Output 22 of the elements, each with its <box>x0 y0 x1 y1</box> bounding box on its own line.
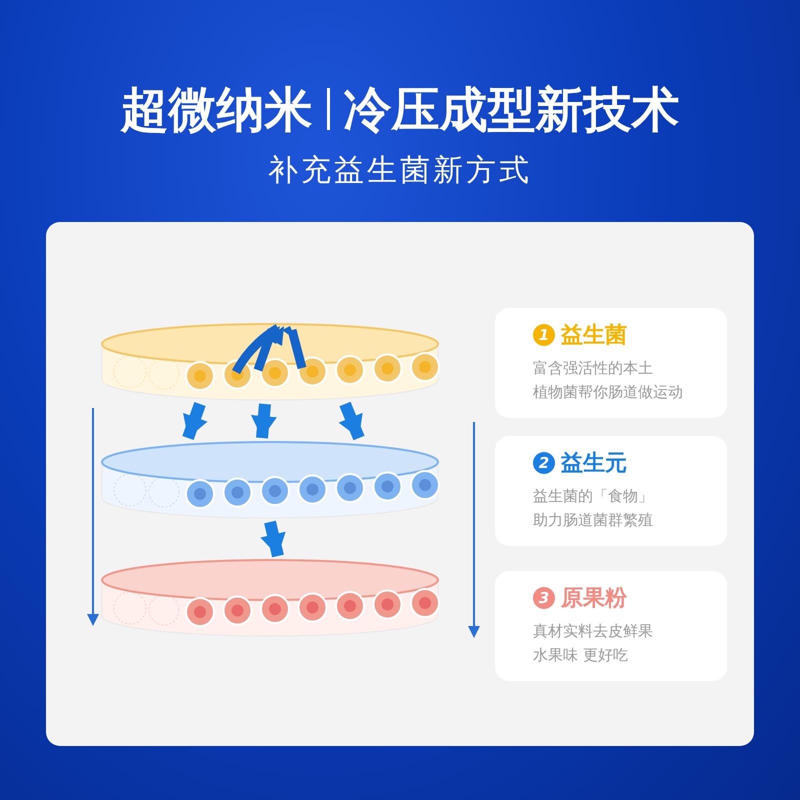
card-description: 富含强活性的本土植物菌帮你肠道做运动 <box>533 358 684 403</box>
card-heading: 益生菌 <box>561 322 627 350</box>
arrow <box>338 402 365 440</box>
subtitle: 补充益生菌新方式 <box>267 152 533 190</box>
number-badge: 1 <box>533 324 555 346</box>
info-card <box>495 571 727 681</box>
title: 超微纳米 <box>120 81 312 140</box>
info-card <box>495 436 727 546</box>
number-badge: 3 <box>533 587 555 609</box>
layer-disc-drawing <box>100 322 440 402</box>
number-badge: 2 <box>533 452 555 474</box>
card-description: 真材实料去皮鲜果水果味 更好吃 <box>533 621 654 666</box>
layer-disc-drawing <box>100 558 440 638</box>
info-card <box>495 308 727 418</box>
arrow <box>260 520 286 558</box>
title: 冷压成型新技术 <box>344 81 680 140</box>
arrow <box>182 402 208 440</box>
arrow <box>250 403 277 439</box>
card-description: 益生菌的「食物」助力肠道菌群繁殖 <box>533 486 654 531</box>
card-heading: 益生元 <box>561 450 627 478</box>
card-heading: 原果粉 <box>561 585 627 613</box>
layer-disc-drawing <box>100 440 440 520</box>
